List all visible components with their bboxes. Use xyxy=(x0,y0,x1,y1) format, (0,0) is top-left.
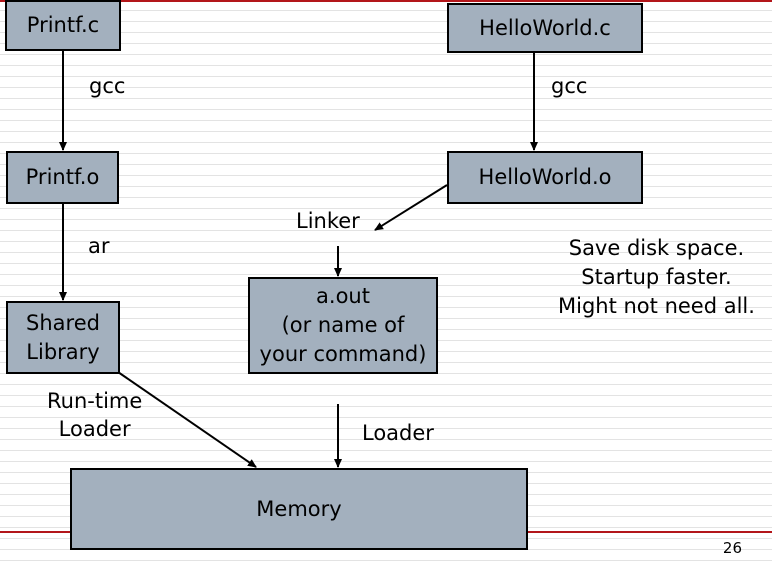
benefits-note: Save disk space. Startup faster. Might n… xyxy=(558,234,755,321)
helloworld-c-label: HelloWorld.c xyxy=(479,15,611,40)
printf-c-box: Printf.c xyxy=(5,0,121,51)
linker-label: Linker xyxy=(296,209,360,233)
helloworld-o-box: HelloWorld.o xyxy=(447,151,643,204)
arrow-helloworld-o-to-linker xyxy=(374,184,448,231)
helloworld-o-label: HelloWorld.o xyxy=(478,165,612,189)
benefit-item: Startup faster. xyxy=(581,265,732,289)
a-out-line: your command) xyxy=(259,342,427,366)
a-out-line: a.out xyxy=(316,284,370,308)
memory-box: Memory xyxy=(70,468,528,550)
loader-label: Loader xyxy=(362,421,434,445)
runtime-loader-label: Run-time Loader xyxy=(47,387,142,443)
printf-c-label: Printf.c xyxy=(26,13,100,37)
helloworld-c-box: HelloWorld.c xyxy=(447,3,643,53)
a-out-line: (or name of xyxy=(281,313,405,337)
ar-label: ar xyxy=(88,234,110,258)
page-number: 26 xyxy=(722,539,742,557)
benefit-item: Save disk space. xyxy=(568,236,745,260)
gcc-left-label: gcc xyxy=(89,74,126,98)
printf-o-box: Printf.o xyxy=(6,151,119,204)
shared-library-box: Shared Library xyxy=(6,301,120,374)
runtime-loader-line: Loader xyxy=(58,417,131,441)
shared-library-line: Shared xyxy=(26,310,100,335)
top-rule xyxy=(0,0,772,2)
shared-library-line: Library xyxy=(26,339,100,364)
gcc-right-label: gcc xyxy=(551,74,588,98)
memory-label: Memory xyxy=(256,496,342,521)
a-out-box: a.out (or name of your command) xyxy=(248,277,438,374)
printf-o-label: Printf.o xyxy=(25,165,100,189)
benefit-item: Might not need all. xyxy=(558,294,755,318)
arrow-shared-library-to-memory xyxy=(117,371,257,468)
runtime-loader-line: Run-time xyxy=(47,389,143,413)
